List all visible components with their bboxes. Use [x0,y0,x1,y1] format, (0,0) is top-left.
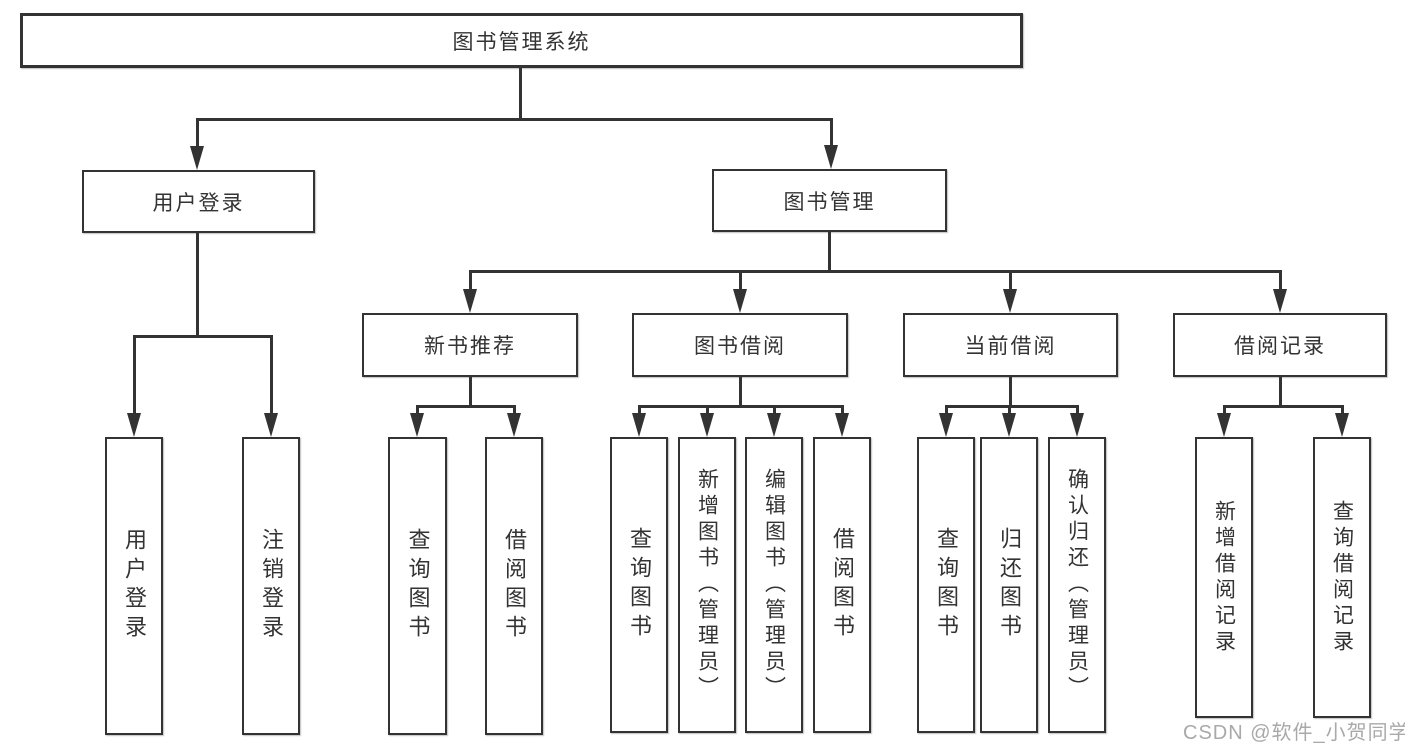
leaf-add-book-admin: 新增图书（管理员） [678,437,736,733]
leaf-edit-book-admin-label: 编辑图书（管理员） [762,468,786,702]
arrowhead-leaf-add-record [1217,413,1231,437]
arrowhead-leaf-user-login [127,413,141,437]
leaf-confirm-return-admin-label: 确认归还（管理员） [1065,468,1089,702]
arrowhead-book-management [824,145,838,169]
leaf-return-book-label: 归还图书 [997,527,1022,643]
arrowhead-leaf-return-book [1002,413,1016,437]
connector-user-login-stem [196,233,199,337]
node-new-book-recommend: 新书推荐 [362,313,578,377]
arrowhead-leaf-query-current [939,413,953,437]
connector-to-leaf [841,405,844,417]
arrowhead-book-borrow [733,289,747,313]
leaf-confirm-return-admin: 确认归还（管理员） [1048,437,1106,733]
leaf-borrow-books: 借阅图书 [813,437,871,733]
arrowhead-new-book-recommend [463,289,477,313]
arrowhead-leaf-edit-book [767,413,781,437]
leaf-query-books-borrow: 查询图书 [610,437,668,733]
leaf-logout-label: 注销登录 [259,528,284,644]
arrowhead-leaf-query-recommend [410,413,424,437]
connector-to-leaf [706,405,709,417]
leaf-add-borrow-record: 新增借阅记录 [1195,437,1253,718]
connector-records-stem [1279,377,1282,407]
leaf-borrow-books-recommend-label: 借阅图书 [502,528,527,644]
arrowhead-user-login [190,146,204,170]
leaf-query-books-borrow-label: 查询图书 [627,527,652,643]
node-book-borrow-label: 图书借阅 [694,335,786,358]
leaf-query-books-current: 查询图书 [917,437,975,733]
connector-to-book-management [830,118,833,152]
connector-current-stem [1009,377,1012,407]
node-book-management: 图书管理 [712,169,947,232]
connector-recommend-split [416,405,516,408]
connector-borrow-stem [739,377,742,407]
connector-to-leaf [945,405,948,417]
arrowhead-leaf-borrow-book [835,413,849,437]
leaf-query-borrow-record-label: 查询借阅记录 [1330,499,1354,656]
arrowhead-leaf-borrow-recommend [507,413,521,437]
arrowhead-leaf-query-borrow [632,413,646,437]
arrowhead-leaf-logout [264,413,278,437]
connector-to-current-borrow [1009,270,1012,292]
arrowhead-borrow-records [1273,289,1287,313]
node-current-borrow: 当前借阅 [903,313,1118,377]
connector-to-leaf [1008,405,1011,417]
connector-to-leaf [638,405,641,417]
leaf-borrow-books-recommend: 借阅图书 [485,437,543,735]
connector-to-leaf [1223,405,1226,417]
connector-records-split [1223,405,1344,408]
leaf-query-books-current-label: 查询图书 [934,527,959,643]
arrowhead-leaf-confirm-return [1070,413,1084,437]
connector-to-leaf [513,405,516,417]
connector-borrow-split [638,405,844,408]
connector-to-leaf [1341,405,1344,417]
node-current-borrow-label: 当前借阅 [964,335,1057,358]
connector-to-leaf-logout [270,335,273,415]
node-book-management-label: 图书管理 [783,190,876,214]
connector-book-management-split [469,270,1282,273]
node-root-label: 图书管理系统 [452,30,591,54]
connector-root-split [196,118,833,121]
connector-book-management-stem [828,232,831,272]
connector-current-split [945,405,1079,408]
node-new-book-recommend-label: 新书推荐 [424,335,516,358]
node-book-borrow: 图书借阅 [632,313,848,377]
leaf-user-login-label: 用户登录 [122,528,147,644]
connector-root-stem [519,68,522,120]
arrowhead-current-borrow [1003,289,1017,313]
leaf-borrow-books-label: 借阅图书 [830,527,855,643]
connector-to-leaf [416,405,419,417]
node-root: 图书管理系统 [20,13,1023,68]
connector-to-leaf [1076,405,1079,417]
node-user-login-label: 用户登录 [152,191,245,215]
connector-to-leaf [773,405,776,417]
arrowhead-leaf-add-book [700,413,714,437]
node-borrow-records-label: 借阅记录 [1234,335,1326,358]
leaf-query-borrow-record: 查询借阅记录 [1313,437,1371,718]
leaf-query-books-recommend: 查询图书 [388,437,447,735]
connector-to-book-borrow [739,270,742,292]
connector-recommend-stem [469,377,472,407]
leaf-logout: 注销登录 [242,437,300,735]
leaf-add-borrow-record-label: 新增借阅记录 [1212,499,1236,656]
connector-to-leaf-user-login [133,335,136,415]
node-borrow-records: 借阅记录 [1173,313,1387,377]
connector-to-user-login [196,118,199,152]
leaf-user-login: 用户登录 [105,437,163,735]
leaf-query-books-recommend-label: 查询图书 [405,528,431,644]
connector-user-login-split [133,335,273,338]
connector-to-borrow-records [1279,270,1282,292]
connector-to-new-book-recommend [469,270,472,292]
leaf-return-book: 归还图书 [980,437,1038,733]
arrowhead-leaf-query-record [1335,413,1349,437]
leaf-edit-book-admin: 编辑图书（管理员） [745,437,803,733]
leaf-add-book-admin-label: 新增图书（管理员） [695,468,719,702]
node-user-login: 用户登录 [82,170,315,233]
csdn-watermark: CSDN @软件_小贺同学 [1183,722,1405,744]
